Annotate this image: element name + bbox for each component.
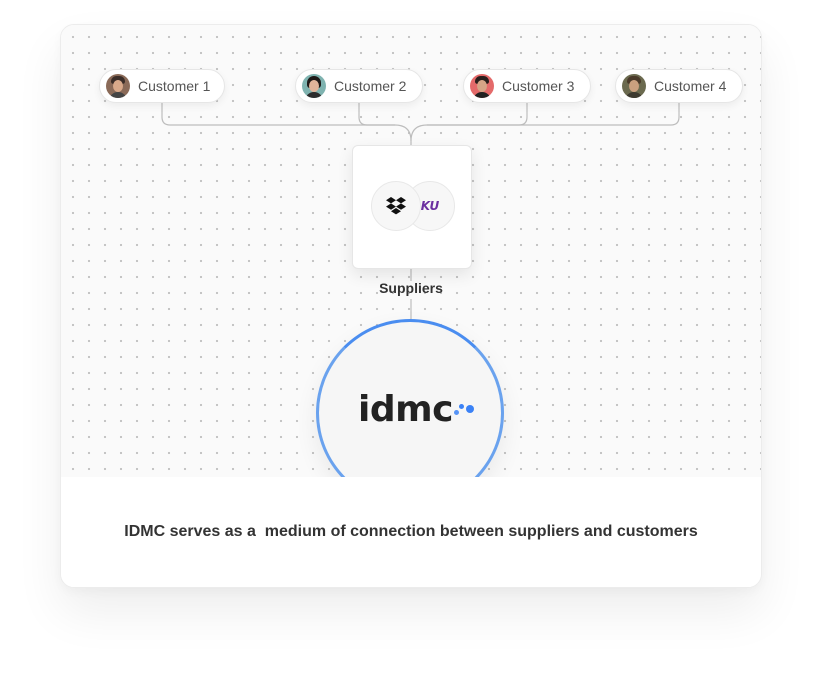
suppliers-label: Suppliers [379,280,443,296]
avatar-person-2-icon [302,74,326,98]
customer-label: Customer 4 [654,78,727,94]
diagram-card: Customer 1 Customer 2 Customer 3 Custome… [60,24,762,588]
dropbox-logo-icon [371,181,421,231]
customer-chip-3[interactable]: Customer 3 [463,69,591,103]
idmc-logo-text: idmc [358,389,453,430]
supplier-node[interactable]: KU [352,145,472,269]
connector-customer-3 [427,103,528,126]
diagram-caption: IDMC serves as a medium of connection be… [124,523,698,540]
connector-lines [161,103,680,321]
caption-area [61,477,761,587]
customer-label: Customer 1 [138,78,211,94]
customer-chip-1[interactable]: Customer 1 [99,69,225,103]
avatar-person-4-icon [622,74,646,98]
idmc-logo: idmc [358,392,480,428]
avatar-person-1-icon [106,74,130,98]
dropbox-glyph [386,197,406,215]
connector-customer-2 [358,103,395,126]
connector-customer-1 [161,103,412,145]
connector-customer-4 [410,103,680,142]
customer-chip-2[interactable]: Customer 2 [295,69,423,103]
customer-chip-4[interactable]: Customer 4 [615,69,743,103]
idmc-dots-icon [453,400,480,420]
customer-label: Customer 2 [334,78,407,94]
customer-label: Customer 3 [502,78,575,94]
avatar-person-3-icon [470,74,494,98]
